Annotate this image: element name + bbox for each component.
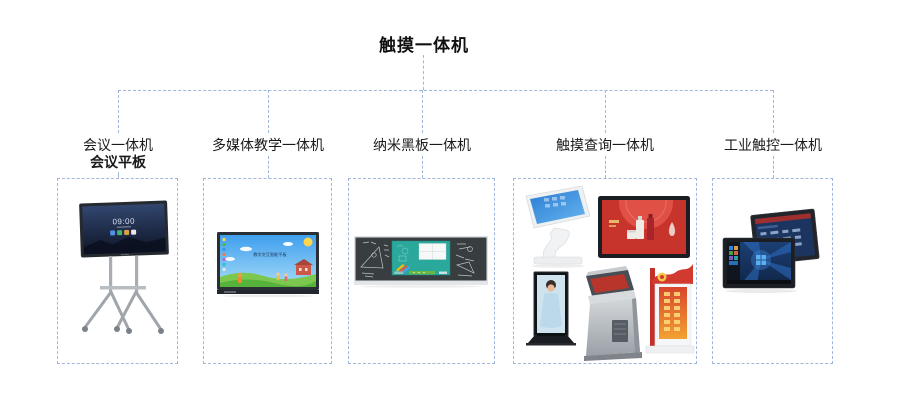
floor-standing-signage	[526, 271, 576, 346]
touch-query-products-image	[525, 185, 695, 361]
nano-blackboard-image	[354, 236, 488, 288]
screen-toolbar	[409, 271, 435, 275]
connector-tick-query	[605, 156, 606, 178]
wall-mounted-ad-display	[598, 196, 690, 258]
start-menu-tiles	[729, 246, 738, 265]
category-label-teaching: 多媒体教学一体机	[212, 137, 324, 153]
colored-pencils	[396, 264, 411, 274]
conference-clock-text: 09:00	[112, 217, 135, 227]
sun-icon	[303, 237, 313, 247]
chalk-drawings-left	[360, 241, 390, 278]
category-label-industrial: 工业触控一体机	[724, 137, 822, 153]
app-icon-green	[117, 230, 123, 236]
category-label-conference-line1: 会议一体机	[83, 137, 153, 153]
blackboard-center-screen	[391, 240, 451, 276]
category-label-blackboard: 纳米黑板一体机	[373, 137, 471, 153]
connector-drop-conference	[118, 90, 119, 133]
connector-drop-blackboard	[422, 90, 423, 133]
industrial-panel-front	[722, 237, 796, 289]
connector-drop-query	[605, 90, 606, 133]
connector-drop-teaching	[268, 90, 269, 133]
connector-root-drop	[423, 55, 424, 90]
party-themed-kiosk	[645, 264, 695, 354]
teaching-panel-image: 教学交互智能平板	[217, 232, 319, 297]
caster-wheel	[114, 326, 120, 332]
industrial-panels-image	[722, 208, 820, 293]
windows-logo-icon	[756, 255, 766, 265]
self-service-inquiry-kiosk	[584, 266, 642, 361]
slanted-touch-kiosk	[525, 185, 591, 268]
caster-wheel	[82, 326, 88, 332]
connector-tick-blackboard	[422, 156, 423, 178]
diagram-title: 触摸一体机	[379, 36, 469, 55]
schoolhouse	[294, 259, 313, 275]
app-icon-white	[131, 229, 137, 235]
teaching-screen: 教学交互智能平板	[220, 235, 316, 287]
category-label-conference-line2: 会议平板	[90, 154, 146, 170]
caster-wheel	[158, 328, 164, 334]
conference-stand	[82, 256, 164, 334]
app-icon-orange	[124, 229, 130, 235]
category-label-conference: 会议一体机 会议平板	[28, 137, 208, 171]
category-label-query: 触摸查询一体机	[556, 137, 654, 153]
conference-panel-image: 09:00	[79, 200, 169, 334]
chalk-drawings-right	[455, 243, 475, 277]
connector-tick-industrial	[773, 156, 774, 178]
connector-drop-industrial	[773, 90, 774, 133]
conference-screen: 09:00	[79, 200, 169, 258]
app-icon-blue	[110, 230, 116, 236]
connector-tick-teaching	[268, 156, 269, 178]
connector-horizontal-rail	[118, 90, 773, 91]
teaching-screen-caption: 教学交互智能平板	[253, 251, 287, 258]
connector-tick-conference	[118, 172, 119, 178]
caster-wheel	[126, 328, 132, 334]
desktop-icon-column	[222, 238, 226, 271]
